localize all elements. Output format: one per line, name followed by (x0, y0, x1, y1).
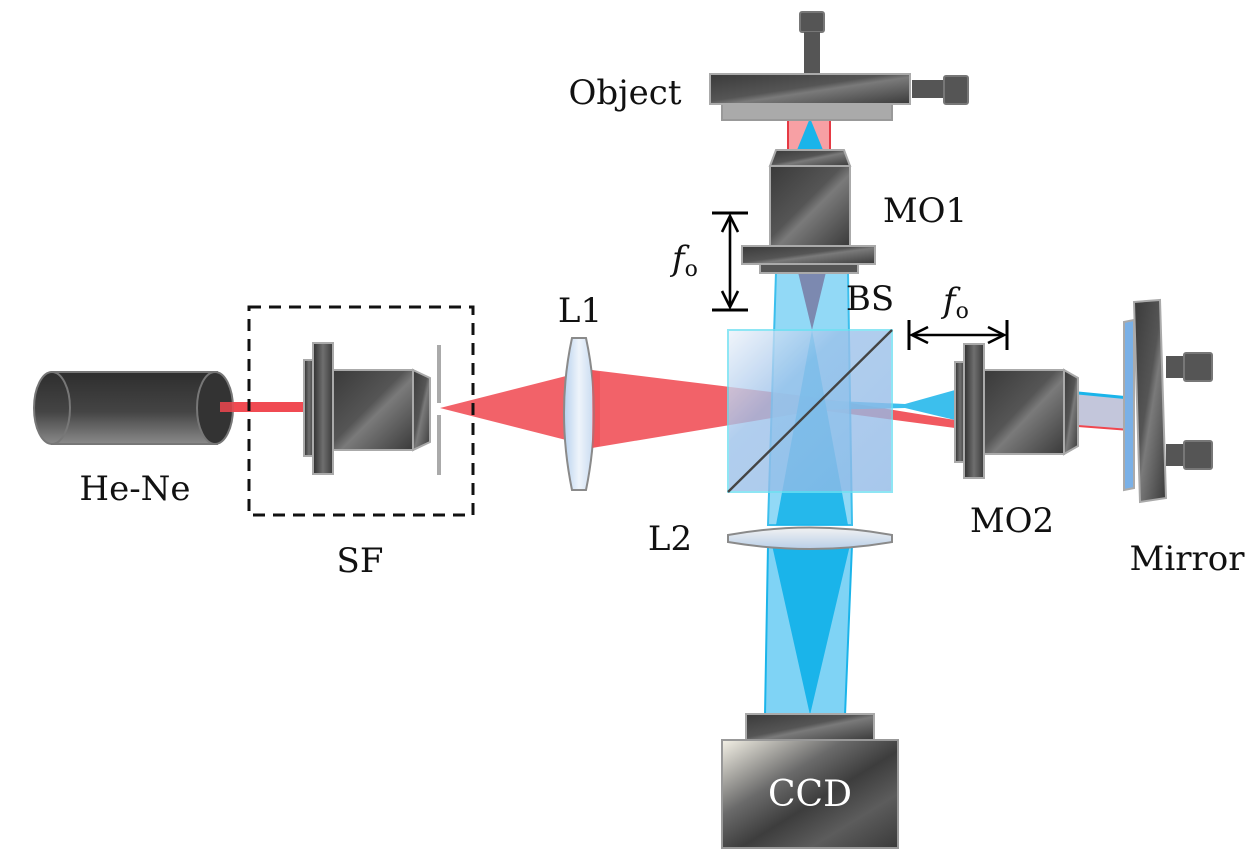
lens-l2 (727, 526, 893, 550)
beam-splitter (727, 329, 893, 493)
mirror-beam (1077, 391, 1131, 431)
microscope-objective-mo2 (954, 343, 1079, 479)
focal-vertical-symbol: fo (669, 239, 698, 282)
focal-length-vertical: fo (669, 211, 748, 312)
ccd-camera: CCD (721, 713, 899, 849)
spatial-filter (247, 305, 475, 517)
focal-length-horizontal: fo (907, 281, 1009, 350)
focal-horizontal-symbol: fo (940, 281, 969, 324)
mo2-label: MO2 (970, 501, 1054, 541)
he-ne-laser (33, 371, 316, 445)
lens-l1 (563, 337, 600, 491)
mirror-label: Mirror (1130, 539, 1246, 579)
microscope-objective-mo1 (741, 149, 876, 274)
he-ne-label: He-Ne (79, 469, 190, 509)
object-stage (709, 11, 969, 121)
object-label: Object (568, 73, 681, 113)
object-beam (787, 117, 831, 151)
sf-label: SF (337, 541, 384, 581)
l1-label: L1 (558, 291, 602, 331)
l2-label: L2 (648, 519, 692, 559)
mo1-label: MO1 (883, 191, 967, 231)
diverging-red-beam (440, 370, 820, 448)
mirror-mount (1123, 298, 1213, 504)
bs-label: BS (846, 279, 894, 319)
ccd-label: CCD (768, 774, 852, 815)
